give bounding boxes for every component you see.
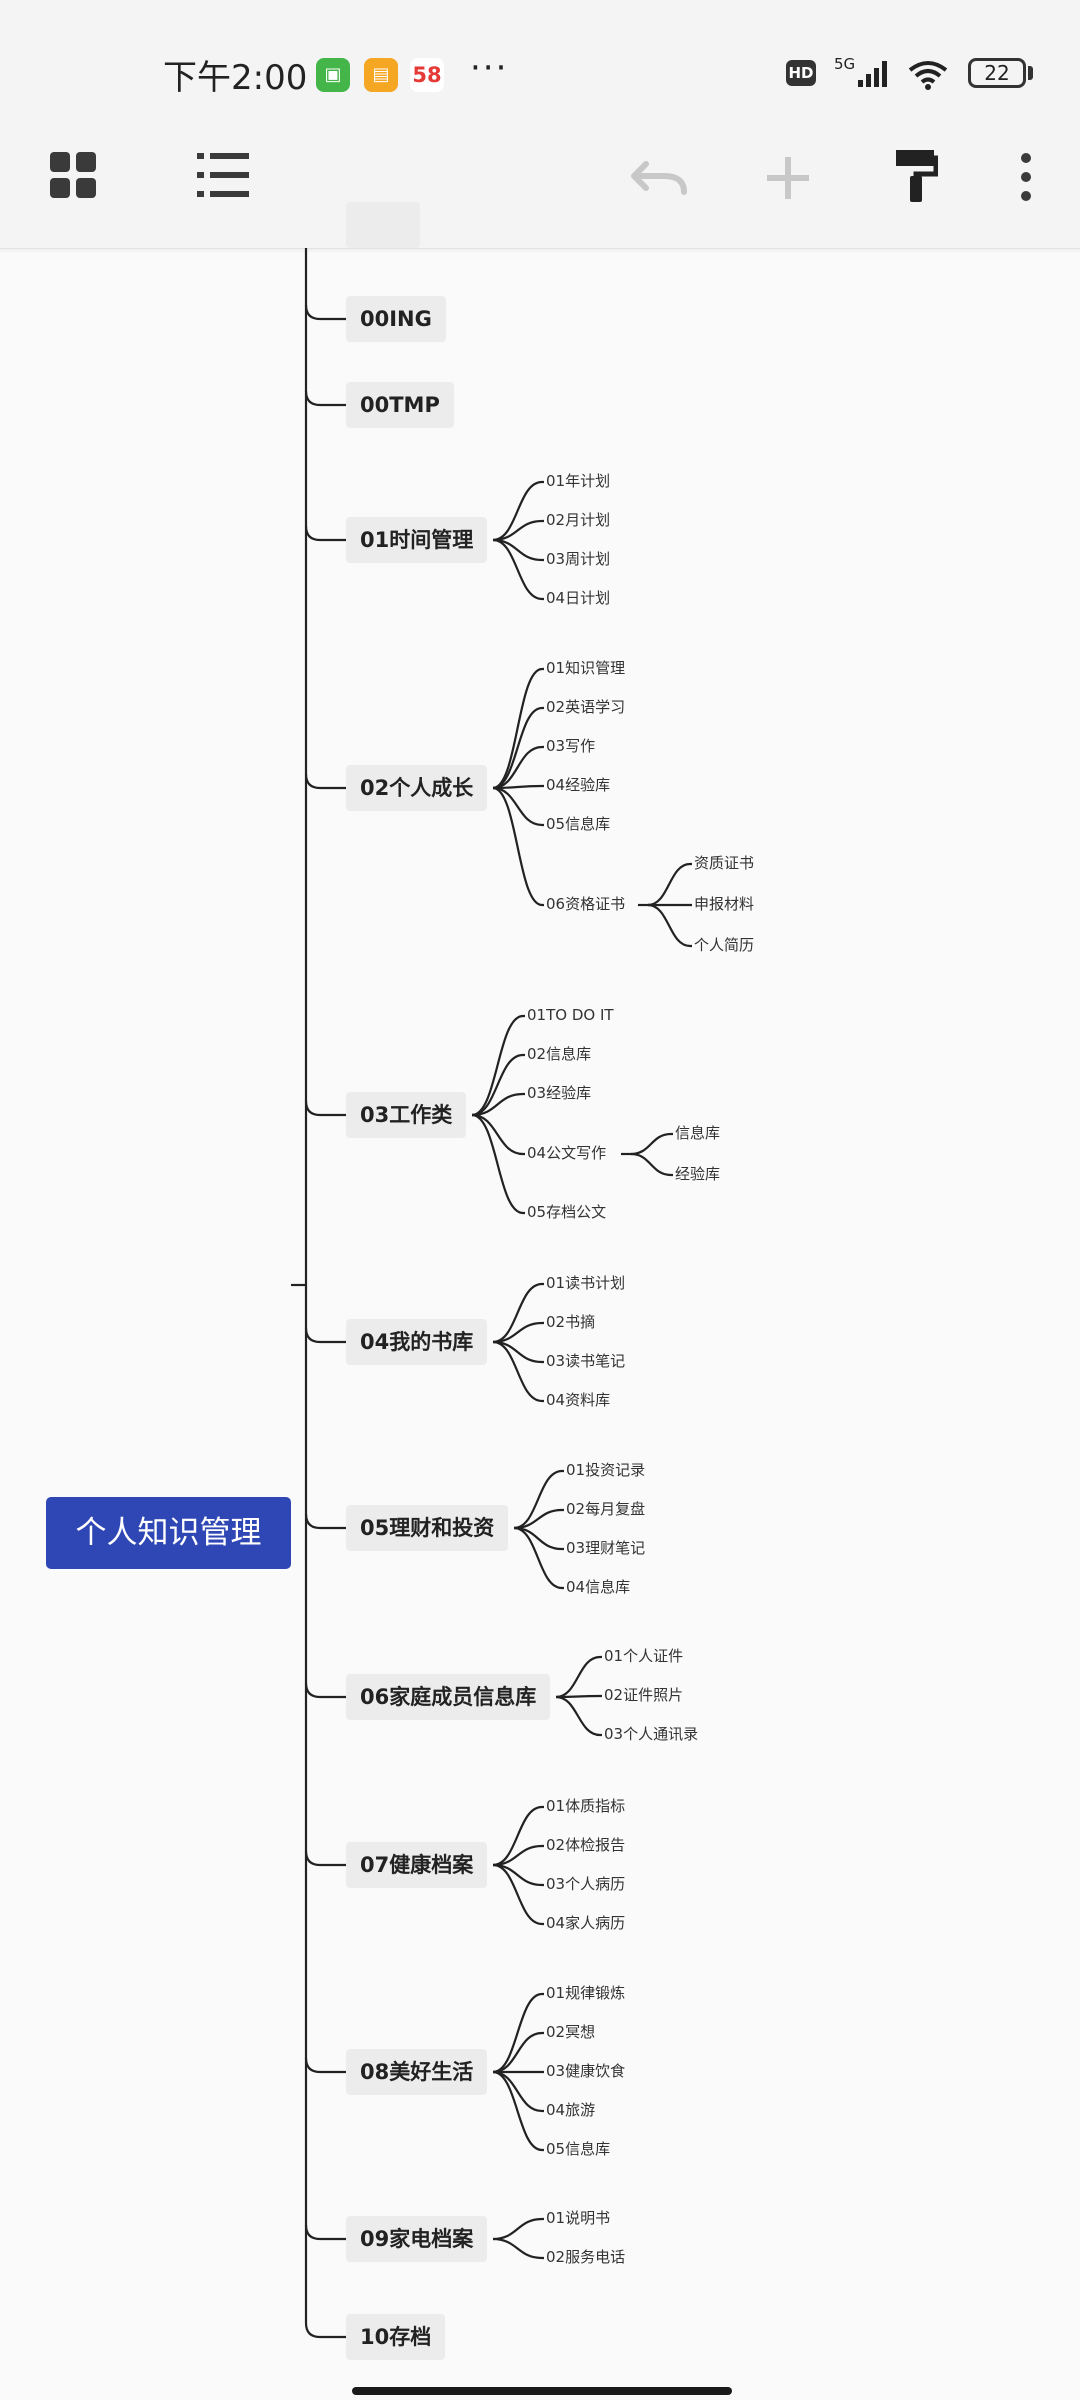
subtopic-8-2[interactable]: 03个人病历 bbox=[546, 1875, 626, 1893]
subtopic-6-3[interactable]: 04信息库 bbox=[566, 1578, 631, 1596]
topic-0[interactable]: 00ING bbox=[346, 296, 446, 342]
grid-view-icon[interactable] bbox=[48, 150, 98, 200]
status-bar: 下午2:00 ▣ ▤ 58 ··· HD 5G 22 bbox=[0, 0, 1080, 120]
subtopic-4-4[interactable]: 05存档公文 bbox=[527, 1203, 607, 1221]
mindmap-canvas[interactable]: 个人知识管理 00ING 00TMP 01时间管理 01年计划 02月计划 03周计划 04… bbox=[0, 202, 1080, 2400]
topic-1[interactable]: 00TMP bbox=[346, 382, 454, 428]
battery-cap bbox=[1028, 66, 1033, 80]
topic-5[interactable]: 04我的书库 bbox=[346, 1319, 488, 1365]
subtopic-4-2[interactable]: 03经验库 bbox=[527, 1084, 592, 1102]
topic-3[interactable]: 02个人成长 bbox=[346, 765, 488, 811]
subtopic-8-0[interactable]: 01体质指标 bbox=[546, 1797, 626, 1815]
network-type: 5G bbox=[834, 55, 856, 73]
subtopic-5-0[interactable]: 01读书计划 bbox=[546, 1274, 626, 1292]
subtopic-5-3[interactable]: 04资料库 bbox=[546, 1391, 611, 1409]
subtopic-7-2[interactable]: 03个人通讯录 bbox=[604, 1725, 699, 1743]
home-indicator bbox=[352, 2387, 732, 2395]
subtopic-3-5-0[interactable]: 资质证书 bbox=[694, 854, 755, 872]
subtopic-3-1[interactable]: 02英语学习 bbox=[546, 698, 626, 716]
topic-10[interactable]: 09家电档案 bbox=[346, 2216, 488, 2262]
subtopic-4-3-0[interactable]: 信息库 bbox=[675, 1124, 721, 1142]
undo-icon[interactable] bbox=[630, 156, 690, 196]
subtopic-4-0[interactable]: 01TO DO IT bbox=[527, 1006, 614, 1024]
add-icon[interactable] bbox=[765, 155, 811, 201]
subtopic-2-2[interactable]: 03周计划 bbox=[546, 550, 611, 568]
notes-app-icon: ▤ bbox=[364, 58, 398, 92]
subtopic-2-0[interactable]: 01年计划 bbox=[546, 472, 611, 490]
subtopic-4-3[interactable]: 04公文写作 bbox=[527, 1144, 607, 1162]
subtopic-10-1[interactable]: 02服务电话 bbox=[546, 2248, 626, 2266]
subtopic-7-0[interactable]: 01个人证件 bbox=[604, 1647, 684, 1665]
subtopic-3-0[interactable]: 01知识管理 bbox=[546, 659, 626, 677]
58-app-icon: 58 bbox=[410, 58, 444, 92]
topic-7[interactable]: 06家庭成员信息库 bbox=[346, 1674, 551, 1720]
subtopic-2-3[interactable]: 04日计划 bbox=[546, 589, 611, 607]
format-painter-icon[interactable] bbox=[894, 148, 938, 204]
subtopic-9-1[interactable]: 02冥想 bbox=[546, 2023, 596, 2041]
subtopic-8-1[interactable]: 02体检报告 bbox=[546, 1836, 626, 1854]
root-topic[interactable]: 个人知识管理 bbox=[46, 1497, 291, 1569]
subtopic-6-1[interactable]: 02每月复盘 bbox=[566, 1500, 646, 1518]
subtopic-9-0[interactable]: 01规律锻炼 bbox=[546, 1984, 626, 2002]
subtopic-3-5-1[interactable]: 申报材料 bbox=[694, 895, 755, 913]
subtopic-2-1[interactable]: 02月计划 bbox=[546, 511, 611, 529]
hd-badge: HD bbox=[786, 60, 816, 86]
battery-icon: 22 bbox=[968, 58, 1026, 88]
topic-4[interactable]: 03工作类 bbox=[346, 1092, 467, 1138]
topic-partial-hidden[interactable] bbox=[346, 202, 420, 248]
subtopic-5-1[interactable]: 02书摘 bbox=[546, 1313, 596, 1331]
battery-level: 22 bbox=[984, 61, 1010, 85]
subtopic-10-0[interactable]: 01说明书 bbox=[546, 2209, 611, 2227]
message-app-icon: ▣ bbox=[316, 58, 350, 92]
subtopic-8-3[interactable]: 04家人病历 bbox=[546, 1914, 626, 1932]
subtopic-9-3[interactable]: 04旅游 bbox=[546, 2101, 596, 2119]
status-time: 下午2:00 bbox=[163, 58, 308, 98]
subtopic-3-3[interactable]: 04经验库 bbox=[546, 776, 611, 794]
outline-list-icon[interactable] bbox=[195, 150, 251, 200]
signal-icon bbox=[858, 61, 887, 87]
subtopic-3-5[interactable]: 06资格证书 bbox=[546, 895, 626, 913]
subtopic-3-4[interactable]: 05信息库 bbox=[546, 815, 611, 833]
subtopic-3-5-2[interactable]: 个人简历 bbox=[694, 936, 755, 954]
subtopic-9-2[interactable]: 03健康饮食 bbox=[546, 2062, 626, 2080]
subtopic-7-1[interactable]: 02证件照片 bbox=[604, 1686, 684, 1704]
overflow-icon: ··· bbox=[470, 48, 509, 88]
subtopic-3-2[interactable]: 03写作 bbox=[546, 737, 596, 755]
topic-9[interactable]: 08美好生活 bbox=[346, 2049, 488, 2095]
topic-6[interactable]: 05理财和投资 bbox=[346, 1505, 509, 1551]
more-vert-icon[interactable] bbox=[1019, 152, 1033, 202]
subtopic-5-2[interactable]: 03读书笔记 bbox=[546, 1352, 626, 1370]
subtopic-6-2[interactable]: 03理财笔记 bbox=[566, 1539, 646, 1557]
subtopic-4-3-1[interactable]: 经验库 bbox=[675, 1165, 721, 1183]
subtopic-4-1[interactable]: 02信息库 bbox=[527, 1045, 592, 1063]
subtopic-6-0[interactable]: 01投资记录 bbox=[566, 1461, 646, 1479]
topic-8[interactable]: 07健康档案 bbox=[346, 1842, 488, 1888]
mindmap-connectors bbox=[291, 248, 692, 2339]
topic-11[interactable]: 10存档 bbox=[346, 2314, 446, 2360]
topic-2[interactable]: 01时间管理 bbox=[346, 517, 488, 563]
editor-toolbar bbox=[0, 120, 1080, 249]
subtopic-9-4[interactable]: 05信息库 bbox=[546, 2140, 611, 2158]
wifi-icon bbox=[908, 61, 948, 90]
